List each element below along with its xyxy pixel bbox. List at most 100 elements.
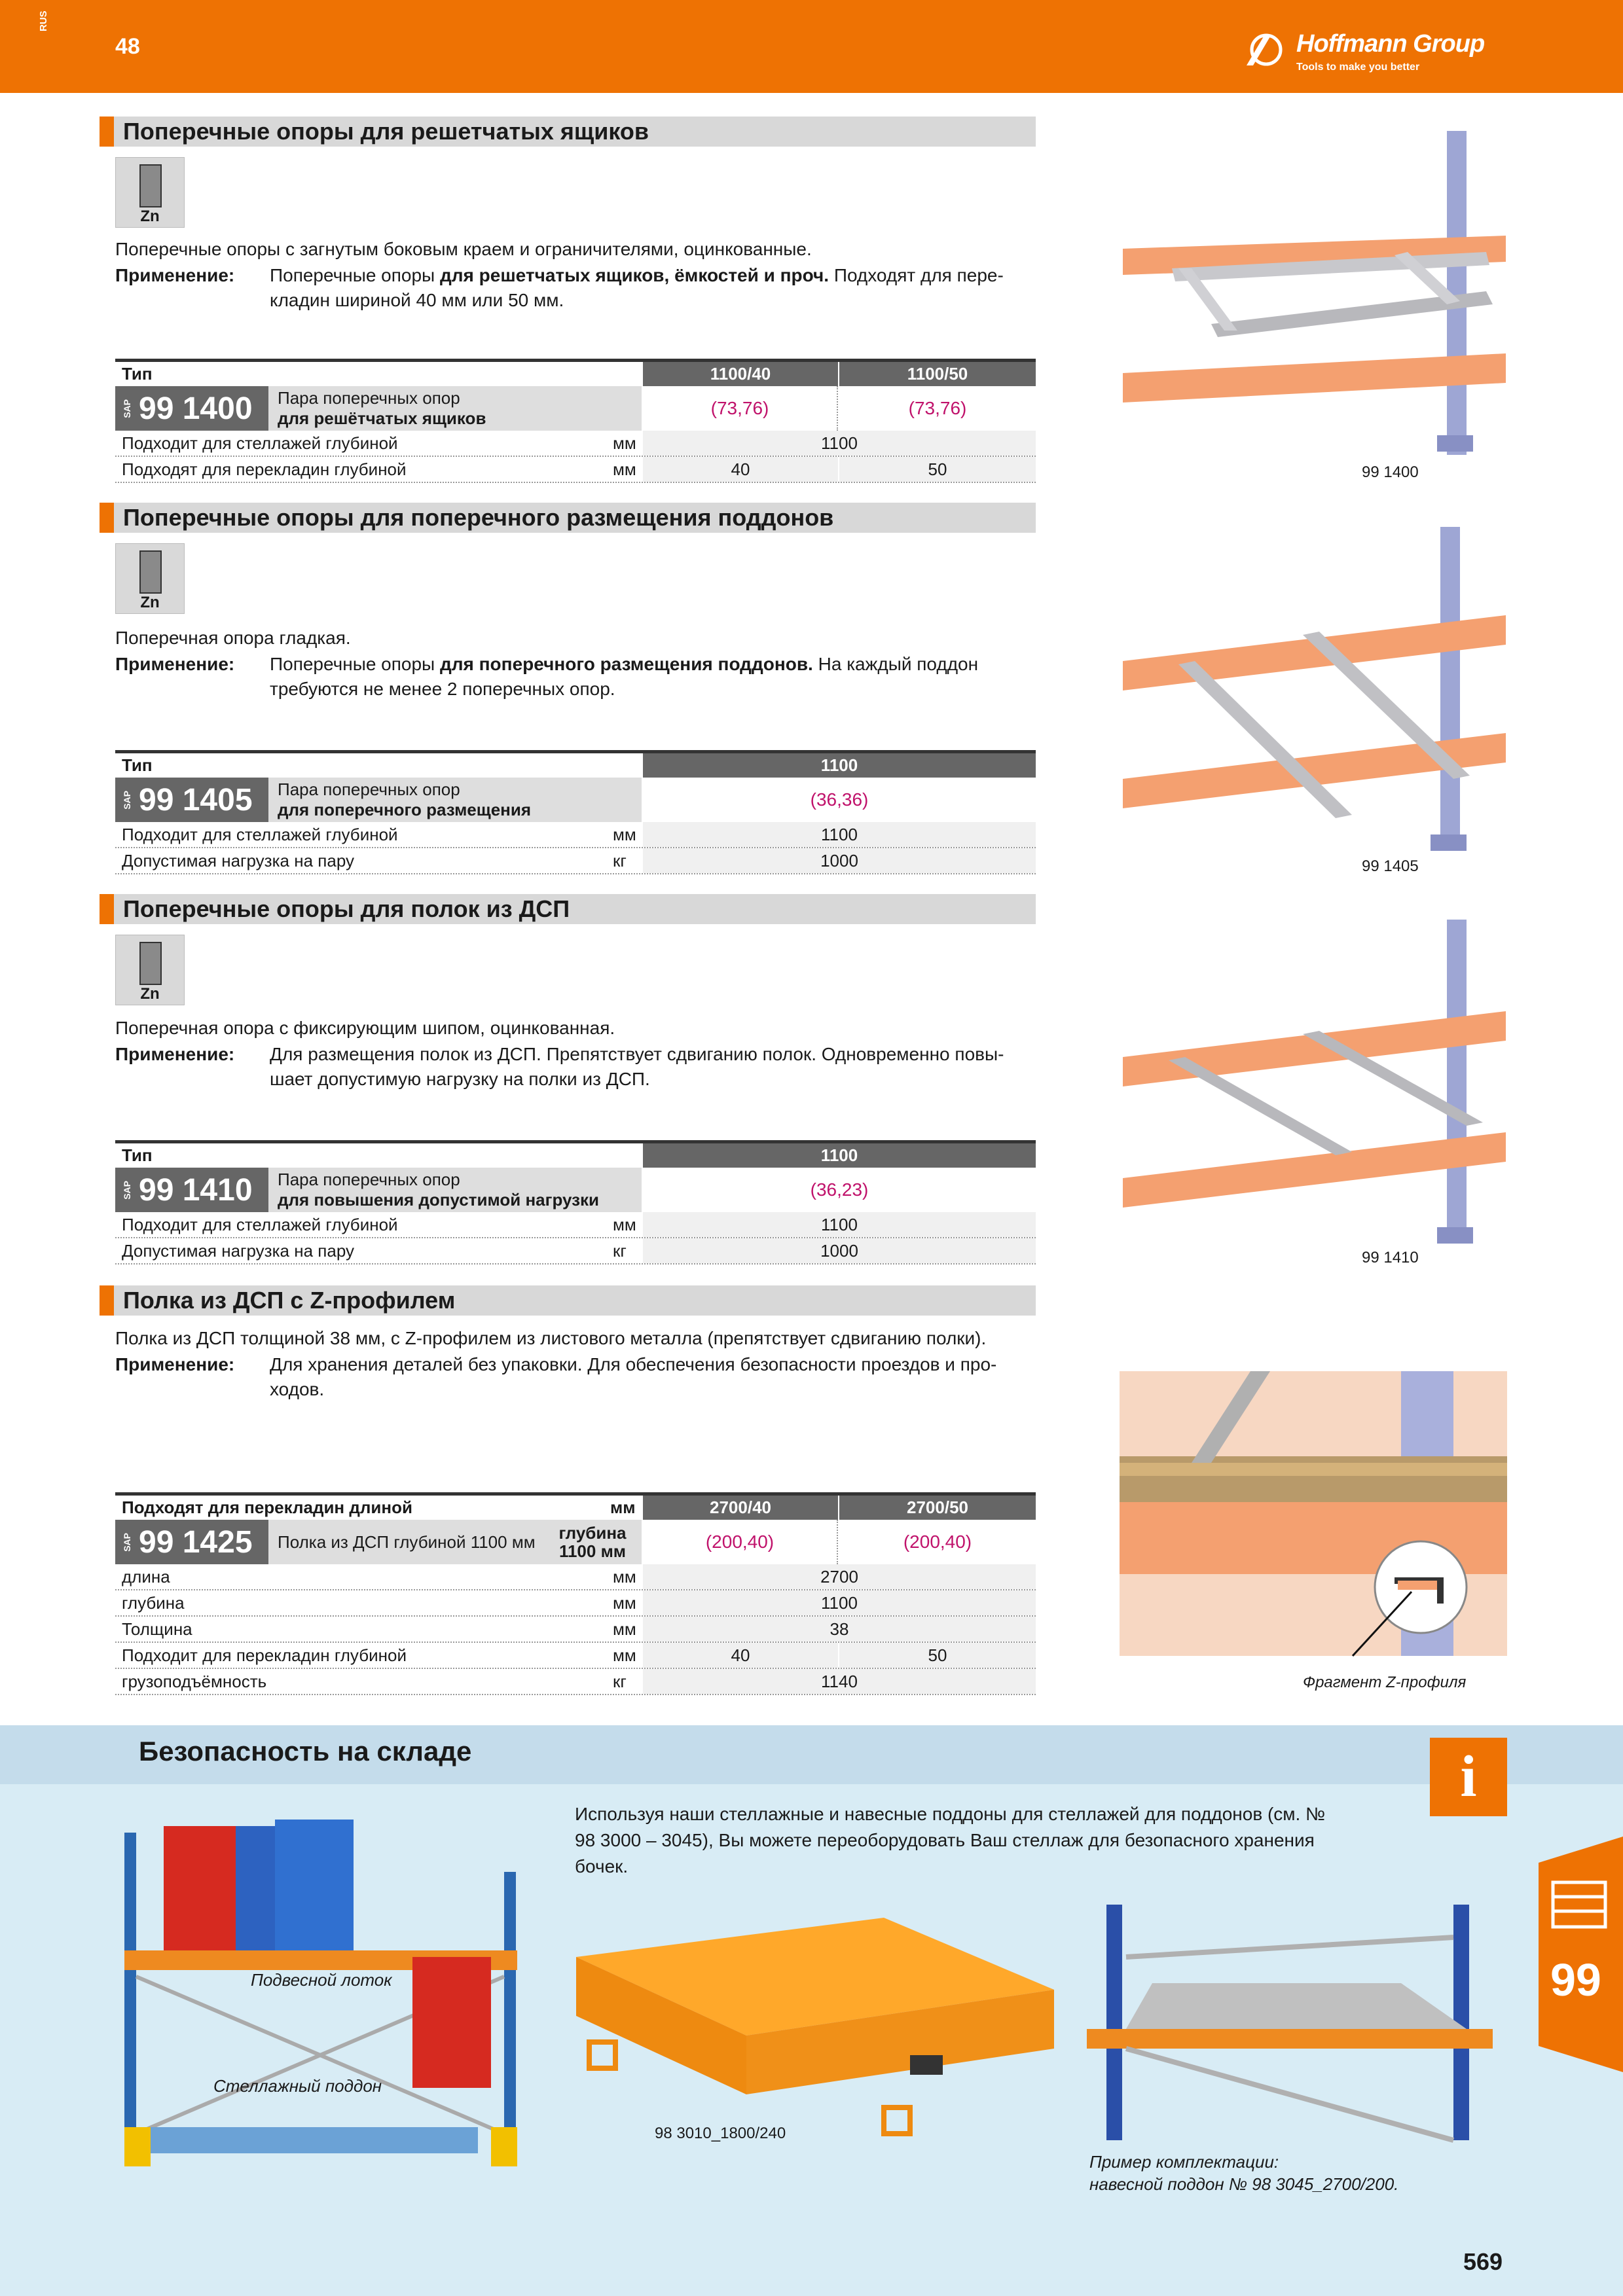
price: (73,76) xyxy=(643,386,838,431)
rack-with-barrels-illustration xyxy=(124,1820,517,2166)
product-number-text: 99 1405 xyxy=(139,782,253,817)
product-number-text: 99 1425 xyxy=(139,1524,253,1560)
application-label: Применение: xyxy=(115,265,235,285)
row-label: Подходит для стеллажей глубиной xyxy=(122,433,398,453)
row-label: Допустимая нагрузка на пару xyxy=(122,850,354,870)
row-label: Подходит для стеллажей глубиной xyxy=(122,824,398,844)
section-title: Поперечные опоры для полок из ДСП xyxy=(100,894,1036,924)
section-title: Поперечные опоры для поперечного размеще… xyxy=(100,503,1036,533)
product-name-line1: Пара поперечных опор xyxy=(278,780,460,799)
column-header: 1100 xyxy=(643,1143,1036,1168)
product-name-line1: Пара поперечных опор xyxy=(278,1170,460,1189)
zinc-label: Zn xyxy=(140,207,160,225)
image-caption: Фрагмент Z-профиля xyxy=(1303,1674,1467,1691)
language-code: RUS xyxy=(38,10,49,31)
product-row: SAP 99 1405 Пара поперечных опор для попе… xyxy=(115,778,1036,822)
tray-caption: 98 3010_1800/240 xyxy=(655,2125,786,2142)
row-value: 50 xyxy=(839,457,1036,482)
column-header: 1100/40 xyxy=(643,362,838,386)
row-unit: кг xyxy=(613,1240,627,1261)
table-header: Подходят для перекладин длиной мм 2700/4… xyxy=(115,1492,1036,1520)
table-row: Допустимая нагрузка на пару кг 1000 xyxy=(115,848,1036,874)
hanging-tray-example-illustration xyxy=(1087,1905,1493,2143)
row-unit: мм xyxy=(613,824,636,844)
example-caption-line1: Пример комплектации: xyxy=(1089,2152,1279,2172)
row-value: 1100 xyxy=(643,822,1036,847)
row-unit: мм xyxy=(613,433,636,453)
zinc-badge: Zn xyxy=(115,157,185,228)
row-value: 40 xyxy=(643,457,838,482)
product-name-line1: Пара поперечных опор xyxy=(278,388,460,408)
row-value: 1140 xyxy=(643,1669,1036,1694)
row-label: глубина xyxy=(122,1592,185,1613)
row-value: 50 xyxy=(839,1643,1036,1668)
product-image-chipboard-shelf xyxy=(1120,1371,1507,1656)
description: Поперечные опоры с загнутым боковым крае… xyxy=(115,239,812,259)
label-hanging-tray: Подвесной лоток xyxy=(251,1970,392,1990)
info-icon: i xyxy=(1430,1738,1507,1816)
price: (36,23) xyxy=(810,1179,869,1200)
application-text: Для размещения полок из ДСП. Препятствуе… xyxy=(270,1044,1004,1089)
chapter-tab[interactable] xyxy=(1539,1837,1623,2072)
table-row: глубина мм 1100 xyxy=(115,1590,1036,1617)
row-value: 1100 xyxy=(643,1212,1036,1237)
arrow-icon xyxy=(1351,1590,1413,1657)
image-caption: 99 1410 xyxy=(1362,1249,1419,1266)
label-rack-pallet: Стеллажный поддон xyxy=(213,2076,382,2096)
description: Поперечная опора гладкая. xyxy=(115,628,351,648)
table-header: Тип 1100/40 1100/50 xyxy=(115,359,1036,386)
zinc-badge: Zn xyxy=(115,543,185,614)
application-text-bold: для поперечного размещения поддонов. xyxy=(439,654,813,674)
application-text-bold: для решетчатых ящиков, ёмкостей и проч. xyxy=(439,265,830,285)
product-name-line2: для решётчатых ящиков xyxy=(278,408,486,428)
image-caption: 99 1405 xyxy=(1362,857,1419,875)
row-value: 1100 xyxy=(643,1590,1036,1615)
zinc-label: Zn xyxy=(140,594,160,611)
type-unit: мм xyxy=(610,1498,636,1517)
row-unit: мм xyxy=(613,1619,636,1639)
row-label: длина xyxy=(122,1566,170,1587)
type-label: Тип xyxy=(122,364,153,384)
chapter-tab-number: 99 xyxy=(1550,1954,1601,2005)
product-name: Пара поперечных опор для решётчатых ящик… xyxy=(268,386,642,431)
table-row: Толщина мм 38 xyxy=(115,1617,1036,1643)
description: Полка из ДСП толщиной 38 мм, с Z-профиле… xyxy=(115,1328,987,1348)
product-name: Пара поперечных опор для поперечного раз… xyxy=(268,778,642,822)
safety-text: Используя наши стеллажные и навесные под… xyxy=(575,1804,1326,1876)
product-number-text: 99 1400 xyxy=(139,391,253,426)
table-row: Подходят для перекладин глубиной мм 40 5… xyxy=(115,457,1036,483)
column-header: 2700/50 xyxy=(839,1496,1036,1520)
product-image-pallet-support xyxy=(1123,527,1506,851)
product-name-line2: для поперечного размещения xyxy=(278,800,532,819)
logo-name: Hoffmann Group xyxy=(1296,30,1485,58)
sap-label: SAP xyxy=(122,790,132,810)
image-caption: 99 1400 xyxy=(1362,463,1419,481)
row-unit: мм xyxy=(613,1645,636,1665)
example-caption-line2: навесной поддон № 98 3045_2700/200. xyxy=(1089,2174,1399,2194)
application-text-pre: Поперечные опоры xyxy=(270,265,440,285)
price: (73,76) xyxy=(908,398,967,418)
row-unit: мм xyxy=(613,1566,636,1587)
row-label: Подходит для перекладин глубиной xyxy=(122,1645,407,1665)
row-value: 1000 xyxy=(643,1238,1036,1263)
product-image-grid-box-support xyxy=(1123,131,1506,455)
table-row: Подходит для перекладин глубиной мм 40 5… xyxy=(115,1643,1036,1669)
product-name: Пара поперечных опор для повышения допус… xyxy=(268,1168,642,1212)
row-unit: кг xyxy=(613,850,627,870)
header-bar xyxy=(0,0,1623,93)
application-text: Поперечные опоры для решетчатых ящиков, … xyxy=(270,263,1036,313)
type-label: Тип xyxy=(122,1145,153,1165)
table-row: Подходит для стеллажей глубиной мм 1100 xyxy=(115,822,1036,848)
zinc-icon xyxy=(139,942,162,985)
table-row: длина мм 2700 xyxy=(115,1564,1036,1590)
product-number[interactable]: SAP 99 1405 xyxy=(115,778,268,822)
product-image-chipboard-support xyxy=(1123,920,1506,1244)
column-header: 2700/40 xyxy=(643,1496,838,1520)
logo-mark-icon xyxy=(1247,33,1283,66)
